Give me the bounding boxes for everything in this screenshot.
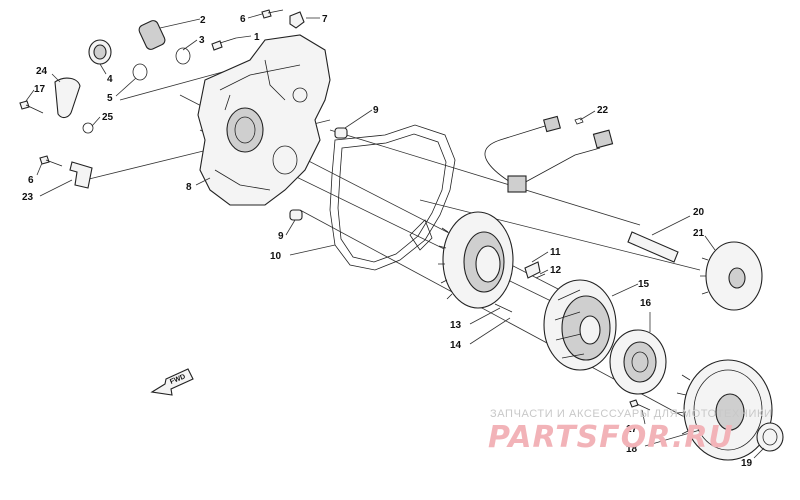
watermark-brand: PARTSFOR.RU: [488, 420, 734, 455]
callout-15: 15: [638, 279, 650, 290]
clip: [289, 11, 305, 29]
callout-8: 8: [186, 182, 192, 193]
callout-20: 20: [693, 207, 705, 218]
dowel-pins: [289, 127, 348, 221]
wiring-harness: [484, 115, 614, 193]
starter-clutch: [609, 329, 667, 395]
callout-2: 2: [200, 15, 206, 26]
callout-1: 1: [254, 32, 260, 43]
callout-7: 7: [322, 14, 328, 25]
callout-19: 19: [741, 458, 753, 469]
watermark: ЗАПЧАСТИ И АКСЕССУАРЫ ДЛЯ МОТОТЕХНИКИ PA…: [488, 408, 772, 455]
callout-22: 22: [597, 105, 609, 116]
stator-hardware: [494, 261, 546, 313]
callout-17-bottom: 17: [626, 424, 638, 435]
forward-arrow-icon: FWD: [150, 368, 194, 396]
callout-9-bottom: 9: [278, 231, 284, 242]
idler-shaft-gear: [627, 231, 763, 311]
assembly-lines: [84, 69, 701, 421]
callout-12: 12: [550, 265, 562, 276]
callout-11: 11: [550, 247, 561, 258]
callout-17-left: 17: [34, 84, 46, 95]
watermark-tagline: ЗАПЧАСТИ И АКСЕССУАРЫ ДЛЯ МОТОТЕХНИКИ: [490, 408, 772, 420]
flywheel-rotor: [543, 279, 617, 371]
callout-18: 18: [626, 444, 638, 455]
breather-fitting: [54, 77, 94, 189]
callout-23: 23: [22, 192, 34, 203]
callout-13: 13: [450, 320, 462, 331]
starter-gear: [629, 359, 773, 461]
callout-4: 4: [107, 74, 113, 85]
gasket: [329, 124, 456, 271]
callout-10: 10: [270, 251, 282, 262]
callout-9-top: 9: [373, 105, 379, 116]
bolts: [19, 9, 284, 167]
plugs-and-orings: [88, 20, 191, 81]
callouts: 2 3 1 6 7 4 5 24 17 25 6 23 8 9 9 10 22: [22, 13, 765, 469]
callout-21: 21: [693, 228, 705, 239]
washer: [756, 422, 784, 452]
crankcase-cover: [197, 34, 331, 206]
stator: [438, 211, 514, 309]
callout-16: 16: [640, 298, 652, 309]
callout-25: 25: [102, 112, 114, 123]
callout-24: 24: [36, 66, 48, 77]
callout-6-left: 6: [28, 175, 34, 186]
callout-6-top: 6: [240, 14, 246, 25]
callout-5: 5: [107, 93, 113, 104]
callout-3: 3: [199, 35, 205, 46]
callout-14: 14: [450, 340, 462, 351]
